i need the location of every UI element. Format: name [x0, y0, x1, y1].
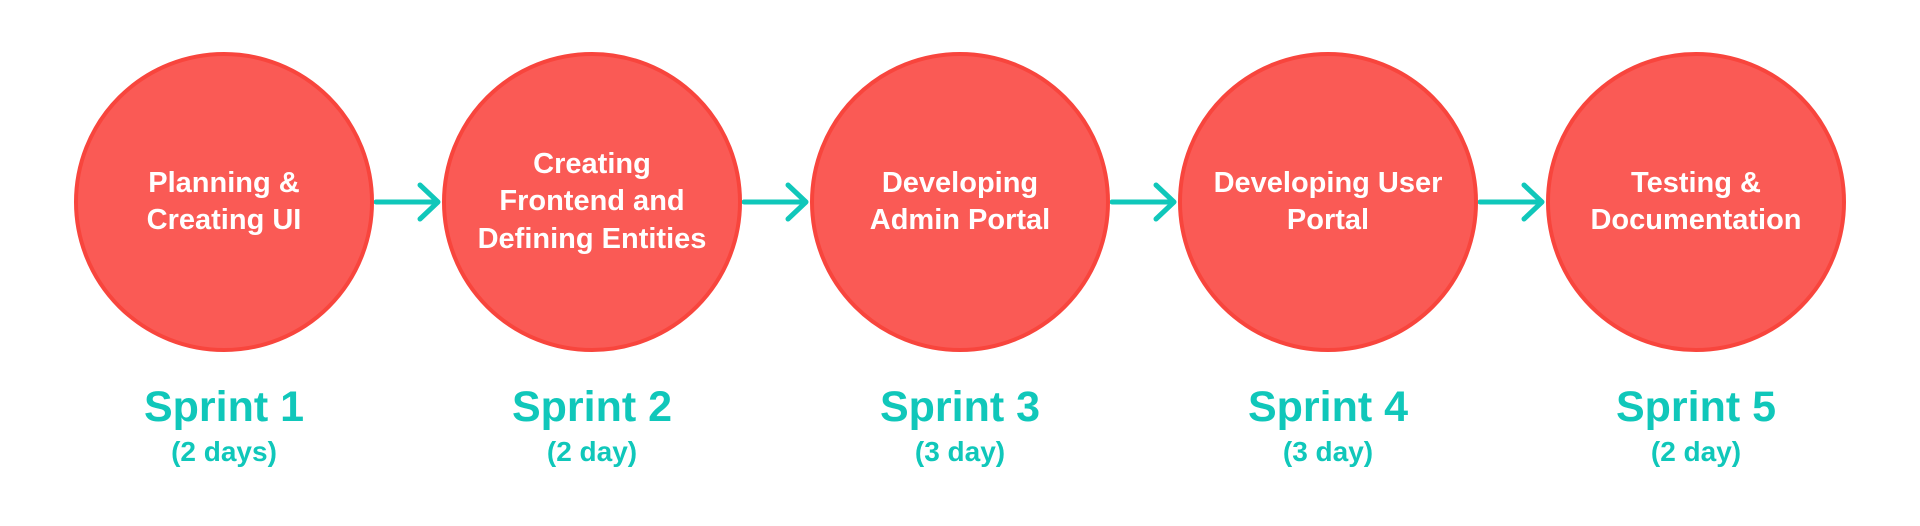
stage-circle: Testing & Documentation [1546, 52, 1846, 352]
arrow-right-icon [742, 182, 809, 222]
stage-circle: Creating Frontend and Defining Entities [442, 52, 742, 352]
flow-arrow [374, 180, 442, 224]
sprint-duration: (2 day) [546, 436, 638, 467]
stage-title: Testing & Documentation [1590, 166, 1802, 236]
stage-circle: Developing User Portal [1178, 52, 1478, 352]
stage-circle: Developing Admin Portal [810, 52, 1110, 352]
flow-arrow [1110, 180, 1178, 224]
flow-arrow [1478, 180, 1546, 224]
sprint-duration: (2 day) [1650, 436, 1742, 467]
stage-title: Planning & Creating UI [146, 166, 302, 236]
arrow-right-icon [1110, 182, 1177, 222]
sprint-label: Sprint 4 [1247, 383, 1409, 431]
sprint-duration: (3 day) [1282, 436, 1374, 467]
sprint-duration: (3 day) [914, 436, 1006, 467]
sprint-label: Sprint 3 [879, 383, 1041, 431]
sprint-stage: Creating Frontend and Defining Entities … [442, 52, 742, 466]
sprint-stage: Developing Admin Portal Sprint 3 (3 day) [810, 52, 1110, 466]
arrow-right-icon [374, 182, 441, 222]
sprint-duration: (2 days) [171, 436, 277, 467]
stage-title: Developing Admin Portal [869, 166, 1051, 236]
sprint-label: Sprint 2 [511, 383, 673, 431]
flow-arrow [742, 180, 810, 224]
sprint-label: Sprint 1 [143, 383, 305, 431]
stage-title: Developing User Portal [1213, 166, 1443, 236]
sprint-label: Sprint 5 [1615, 383, 1777, 431]
stage-title: Creating Frontend and Defining Entities [477, 148, 707, 255]
sprint-timeline-diagram: Planning & Creating UI Sprint 1 (2 days)… [74, 52, 1846, 466]
sprint-stage: Testing & Documentation Sprint 5 (2 day) [1546, 52, 1846, 466]
sprint-stage: Developing User Portal Sprint 4 (3 day) [1178, 52, 1478, 466]
sprint-stage: Planning & Creating UI Sprint 1 (2 days) [74, 52, 374, 466]
stage-circle: Planning & Creating UI [74, 52, 374, 352]
arrow-right-icon [1478, 182, 1545, 222]
